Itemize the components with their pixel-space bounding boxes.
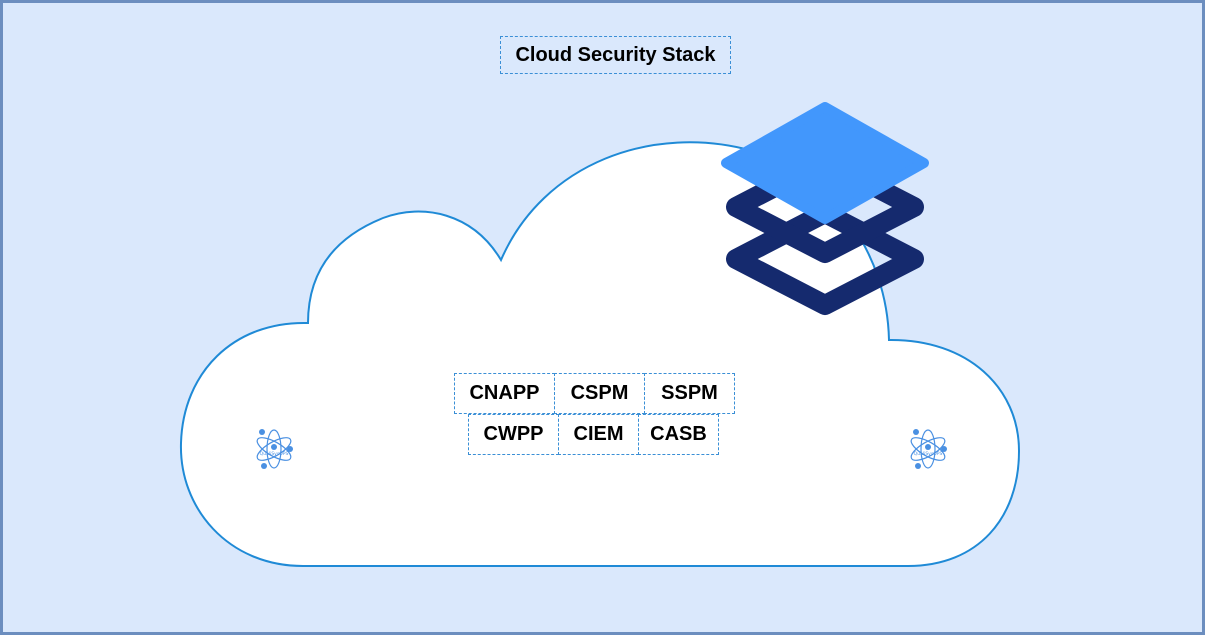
diagram-title: Cloud Security Stack — [500, 36, 731, 74]
tag-casb: CASB — [638, 414, 719, 455]
tag-sspm: SSPM — [644, 373, 735, 414]
atom-logo-icon: QualiSysOPS — [910, 429, 947, 469]
tag-cspm: CSPM — [554, 373, 645, 414]
layers-stack-icon — [721, 102, 929, 315]
atom-logo-icon: QualiSysOPS — [256, 429, 293, 469]
logo-text: QualiSysOPS — [914, 451, 943, 457]
tag-cnapp: CNAPP — [454, 373, 555, 414]
tag-ciem: CIEM — [558, 414, 639, 455]
logo-text: QualiSysOPS — [260, 451, 289, 457]
tag-cwpp: CWPP — [468, 414, 559, 455]
